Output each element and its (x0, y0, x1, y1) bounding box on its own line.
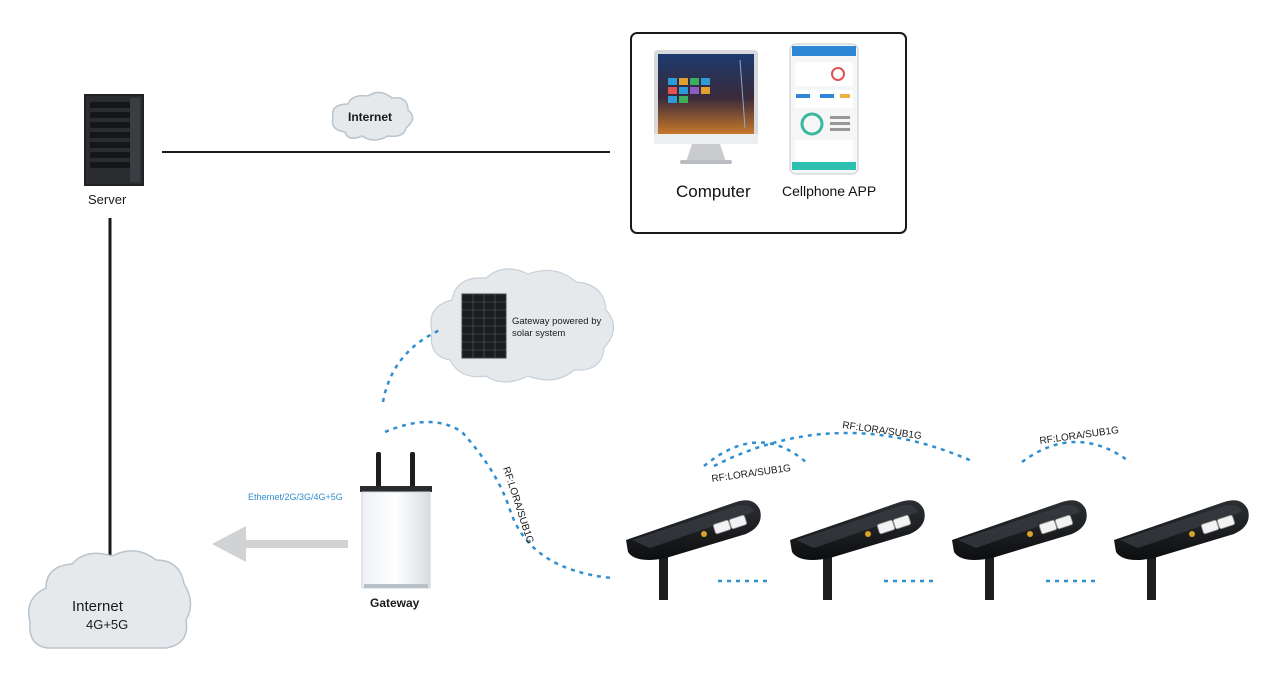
wireless-links (381, 328, 1131, 583)
solar-label: Gateway powered by solar system (512, 316, 602, 339)
rf-label-1: RF:LORA/SUB1G (711, 463, 792, 485)
monitor-icon (654, 50, 758, 164)
internet-top-label: Internet (348, 110, 392, 124)
gateway-label: Gateway (370, 596, 420, 610)
server-icon (84, 94, 144, 186)
phone-icon (789, 43, 859, 175)
solar-panel-icon (461, 293, 507, 359)
street-light-icon (625, 499, 762, 601)
street-light-icon (1113, 499, 1250, 601)
cellphone-label: Cellphone APP (782, 183, 877, 199)
internet-bottom-label: Internet (72, 598, 123, 615)
rf-label-vertical: RF:LORA/SUB1G (500, 466, 535, 546)
rf-label-2: RF:LORA/SUB1G (842, 420, 923, 442)
street-light-icon (789, 499, 926, 601)
server-label: Server (88, 192, 127, 207)
street-light-icon (951, 499, 1088, 601)
ethernet-label: Ethernet/2G/3G/4G+5G (248, 492, 343, 502)
uplink-arrow (212, 526, 348, 562)
gateway-icon (360, 452, 432, 589)
internet-bottom-sublabel: 4G+5G (86, 617, 129, 632)
cloud-icon (28, 550, 192, 649)
rf-label-3: RF:LORA/SUB1G (1039, 425, 1120, 447)
cloud-icon (331, 91, 414, 141)
computer-label: Computer (676, 182, 751, 201)
